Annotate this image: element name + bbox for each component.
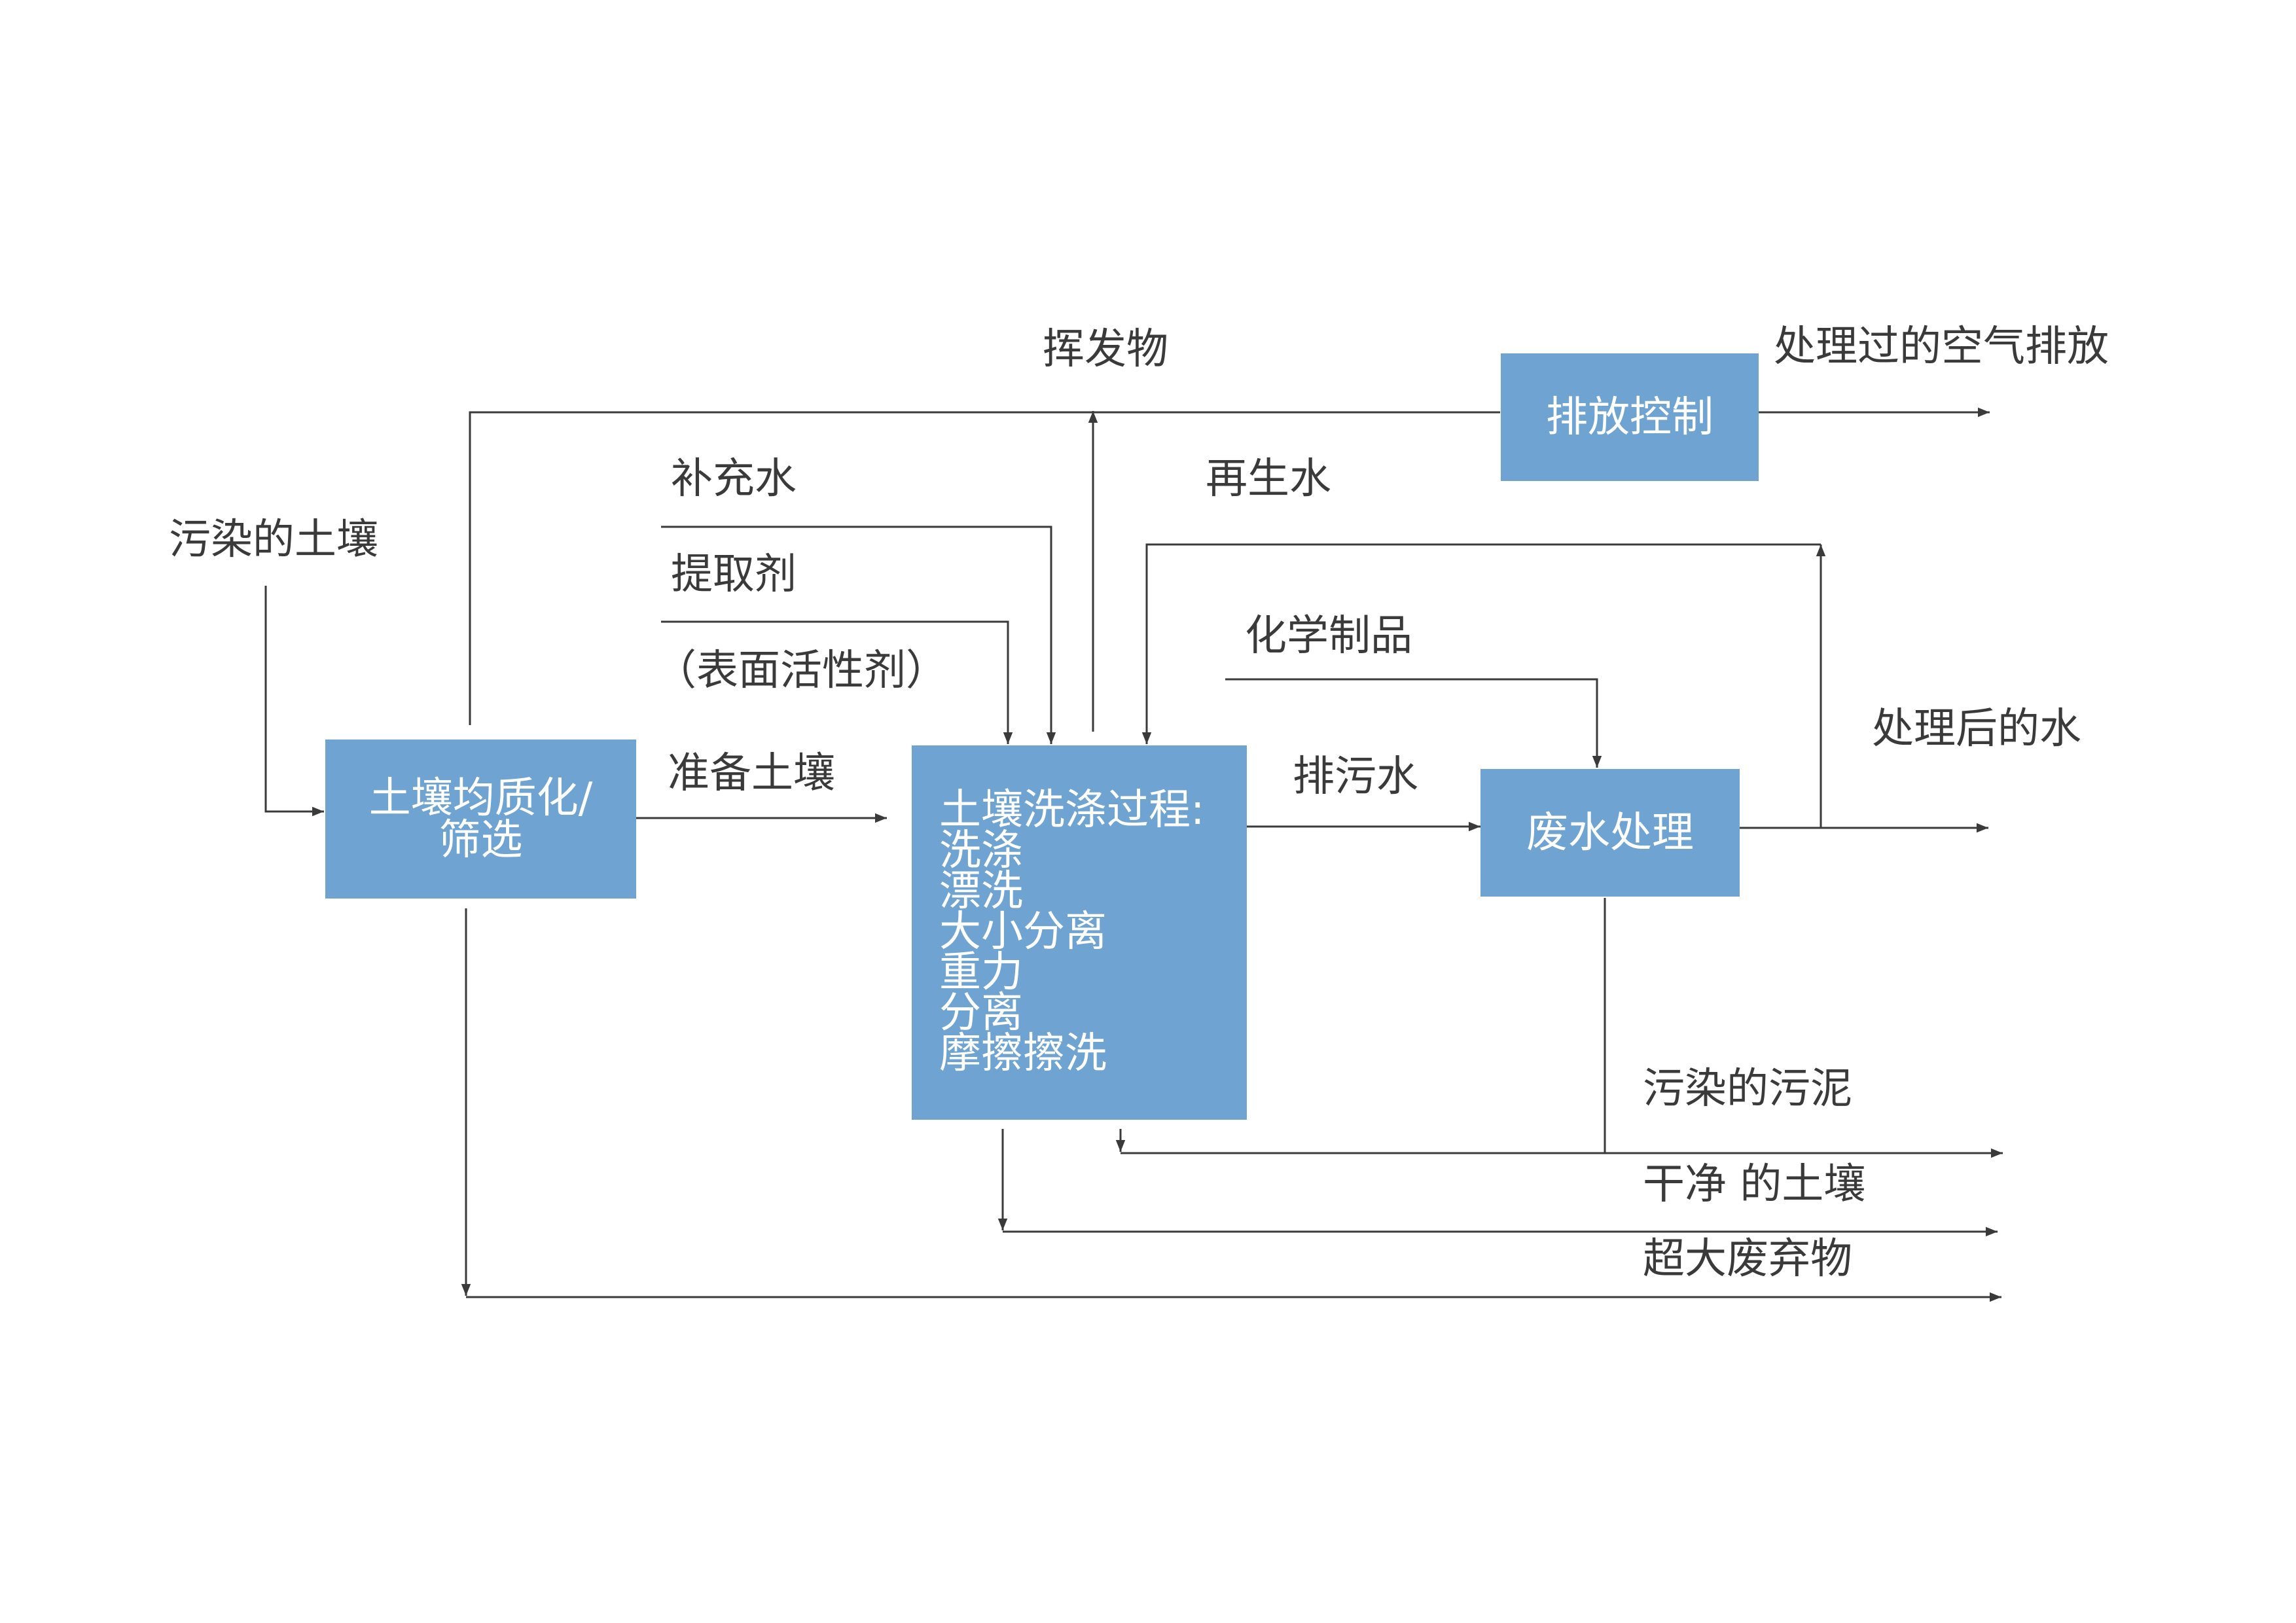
label-wastewater: 排污水 [1293, 753, 1418, 801]
box-homog-line1: 土壤均质化/ [368, 774, 593, 823]
box-wash-item: 大小分离 [939, 908, 1107, 956]
label-makeup-water: 补充水 [671, 455, 797, 503]
arrow-chemicals [1225, 678, 1602, 768]
line-homog-to-emission [469, 411, 1500, 725]
box-wash-item: 分离 [939, 989, 1023, 1037]
box-wwt-label: 废水处理 [1526, 808, 1694, 857]
label-treated-air: 处理过的空气排放 [1774, 323, 2109, 371]
box-wash-item: 漂洗 [939, 867, 1023, 916]
box-wash-title: 土壤洗涤过程: [939, 786, 1205, 834]
box-wash-item: 洗涤 [939, 827, 1023, 875]
label-regenerated-water: 再生水 [1206, 455, 1331, 503]
label-treated-water: 处理后的水 [1872, 705, 2081, 753]
label-prepared-soil: 准备土壤 [668, 749, 835, 798]
label-contaminated-soil: 污染的土壤 [169, 516, 378, 564]
box-emission-label: 排放控制 [1546, 393, 1713, 442]
label-extractant: 提取剂 [671, 550, 797, 599]
box-homog-line2: 筛选 [439, 815, 523, 865]
label-chemicals: 化学制品 [1245, 612, 1412, 660]
label-surfactant: （表面活性剂） [655, 647, 948, 695]
box-wastewater-treatment: 废水处理 [1480, 769, 1740, 897]
box-wash-item: 重力 [939, 948, 1023, 997]
label-clean-soil: 干净 的土壤 [1643, 1160, 1866, 1209]
arrow-contaminated-soil [264, 586, 324, 817]
box-soil-washing-process: 土壤洗涤过程: 洗涤 漂洗 大小分离 重力 分离 摩擦擦洗 [912, 745, 1247, 1120]
label-sludge: 污染的污泥 [1643, 1065, 1852, 1113]
arrow-makeup-water [661, 526, 1056, 744]
arrow-extractant [661, 620, 1013, 744]
label-volatiles: 挥发物 [1043, 325, 1168, 374]
box-soil-homogenization: 土壤均质化/ 筛选 [325, 740, 636, 899]
box-emission-control: 排放控制 [1501, 353, 1759, 481]
line-regenerated-water-top [1141, 543, 1821, 744]
label-oversize-waste: 超大废弃物 [1643, 1235, 1852, 1283]
box-wash-item: 摩擦擦洗 [939, 1029, 1107, 1078]
